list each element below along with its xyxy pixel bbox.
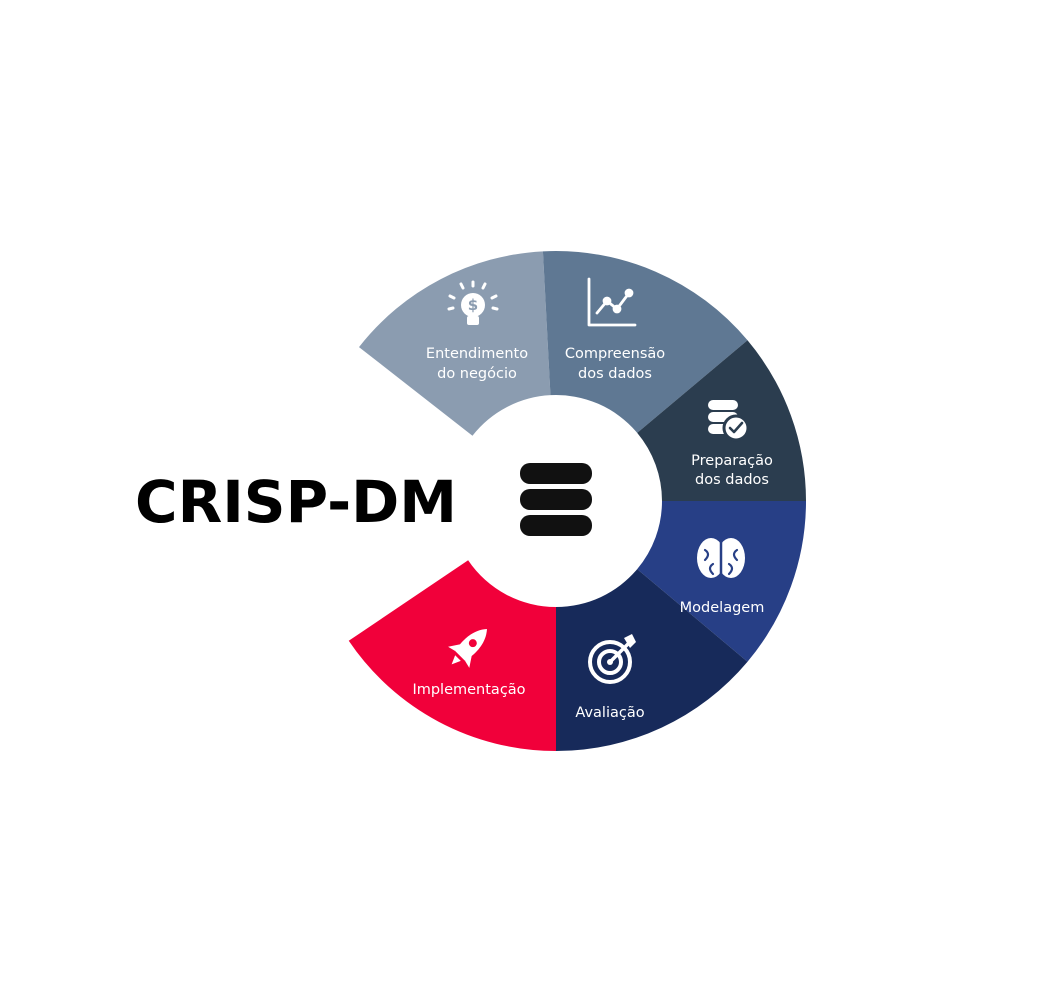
label-implementacao: Implementação	[412, 682, 525, 698]
label-avaliacao-line-1: Avaliação	[575, 705, 644, 721]
brain-icon	[697, 538, 745, 578]
label-avaliacao: Avaliação	[575, 705, 644, 721]
segment-compreensao	[542, 250, 748, 433]
label-compreensao: Compreensão dos dados	[565, 346, 665, 382]
label-compreensao-line-1: Compreensão	[565, 346, 665, 362]
database-icon	[520, 463, 592, 536]
rocket-icon	[448, 629, 487, 668]
label-preparacao: Preparação dos dados	[691, 453, 773, 488]
lightbulb-dollar-icon: $	[447, 280, 499, 325]
line-chart-icon	[587, 277, 637, 327]
segment-modelagem	[637, 501, 806, 662]
database-check-icon	[708, 400, 750, 442]
segment-entendimento	[359, 251, 551, 436]
diagram-title: CRISP-DM	[135, 468, 457, 536]
segment-implementacao	[348, 560, 556, 751]
crisp-dm-ring	[348, 250, 806, 751]
svg-text:$: $	[468, 296, 478, 314]
label-entendimento-line-1: Entendimento	[426, 346, 528, 362]
label-entendimento: Entendimento do negócio	[426, 346, 528, 382]
label-modelagem: Modelagem	[680, 600, 765, 616]
label-entendimento-line-2: do negócio	[437, 366, 517, 382]
label-modelagem-line-1: Modelagem	[680, 600, 765, 616]
segment-avaliacao	[556, 569, 748, 751]
label-preparacao-line-1: Preparação	[691, 453, 773, 469]
label-compreensao-line-2: dos dados	[578, 366, 652, 382]
target-icon	[588, 634, 636, 684]
label-preparacao-line-2: dos dados	[695, 472, 769, 488]
label-implementacao-line-1: Implementação	[412, 682, 525, 698]
